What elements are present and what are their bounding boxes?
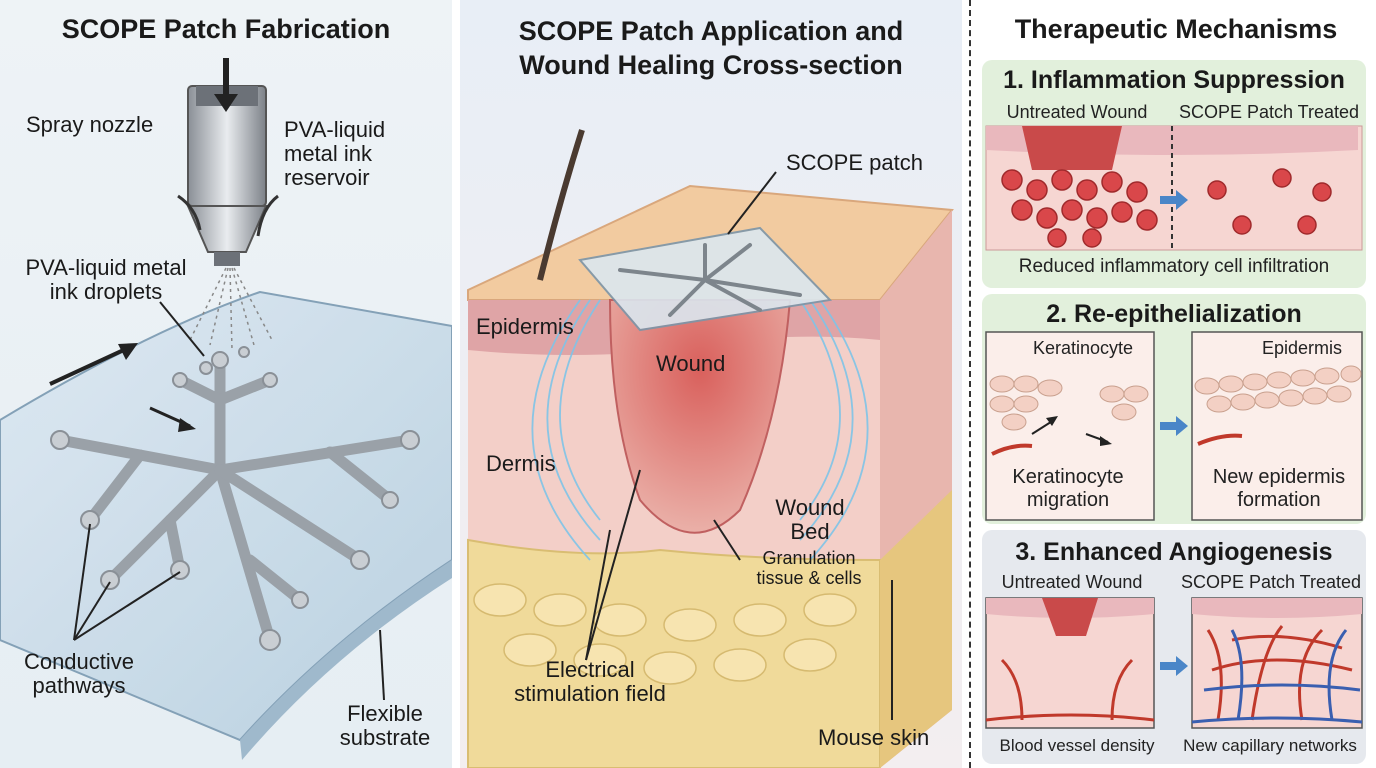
wound-label: Wound xyxy=(656,351,726,376)
s2-left-caption: Keratinocyte migration xyxy=(998,466,1138,512)
pathways-label: Conductive pathways xyxy=(23,649,135,698)
angiogenesis-section: 3. Enhanced Angiogenesis Untreated Wound… xyxy=(982,530,1366,764)
mechanisms-panel: Therapeutic Mechanisms 1. Inflammation S… xyxy=(976,0,1376,768)
reservoir-label: PVA-liquid metal ink reservoir xyxy=(284,117,386,190)
epidermis-label: Epidermis xyxy=(476,314,574,339)
application-title: SCOPE Patch Application and Wound Healin… xyxy=(460,14,962,82)
wound-bed-label: Wound Bed xyxy=(775,495,845,544)
scope-patch-label: SCOPE patch xyxy=(786,150,923,175)
flexible-substrate-shape xyxy=(0,290,452,760)
angiogenesis-title: 3. Enhanced Angiogenesis xyxy=(1015,538,1333,566)
s3-left-label: Untreated Wound xyxy=(1001,572,1143,592)
dermis-label: Dermis xyxy=(486,451,556,476)
application-panel: SCOPE Patch Application and Wound Healin… xyxy=(460,0,962,768)
fabrication-illustration xyxy=(0,58,452,760)
reepithelialization-title: 2. Re-epithelialization xyxy=(1046,300,1302,328)
s2-epidermis-label: Epidermis xyxy=(1252,338,1352,359)
keratinocyte-label: Keratinocyte xyxy=(1018,338,1148,359)
mechanisms-title: Therapeutic Mechanisms xyxy=(1014,14,1338,44)
s1-caption: Reduced inflammatory cell infiltration xyxy=(1018,256,1330,277)
inflammation-section: 1. Inflammation Suppression Untreated Wo… xyxy=(982,60,1366,288)
inflammation-title: 1. Inflammation Suppression xyxy=(1003,66,1345,94)
dashed-divider xyxy=(969,0,971,768)
s1-left-label: Untreated Wound xyxy=(1006,102,1148,122)
skin-cross-section xyxy=(467,129,954,768)
conductive-pathways-shape xyxy=(54,354,416,646)
granulation-label: Granulation tissue & cells xyxy=(756,548,862,588)
fabrication-title: SCOPE Patch Fabrication xyxy=(61,14,391,44)
s2-right-caption: New epidermis formation xyxy=(1204,466,1354,512)
reepithelialization-section: 2. Re-epithelialization Keratinocyte Epi… xyxy=(982,294,1366,524)
substrate-label: Flexible substrate xyxy=(339,701,431,750)
field-label: Electrical stimulation field xyxy=(514,657,666,706)
spray-nozzle-shape xyxy=(177,58,279,266)
application-title-line1: SCOPE Patch Application and xyxy=(518,16,904,46)
s3-right-caption: New capillary networks xyxy=(1183,736,1357,755)
droplets-label: PVA-liquid metal ink droplets xyxy=(25,255,187,304)
s3-left-caption: Blood vessel density xyxy=(999,736,1155,755)
angiogenesis-illustration xyxy=(985,597,1363,729)
inflammation-illustration xyxy=(985,125,1363,251)
application-title-line2: Wound Healing Cross-section xyxy=(519,50,903,80)
fabrication-panel: SCOPE Patch Fabrication xyxy=(0,0,452,768)
spray-nozzle-label: Spray nozzle xyxy=(26,112,154,137)
mouse-skin-label: Mouse skin xyxy=(818,725,930,750)
s3-right-label: SCOPE Patch Treated xyxy=(1180,572,1362,592)
s1-right-label: SCOPE Patch Treated xyxy=(1178,102,1360,122)
